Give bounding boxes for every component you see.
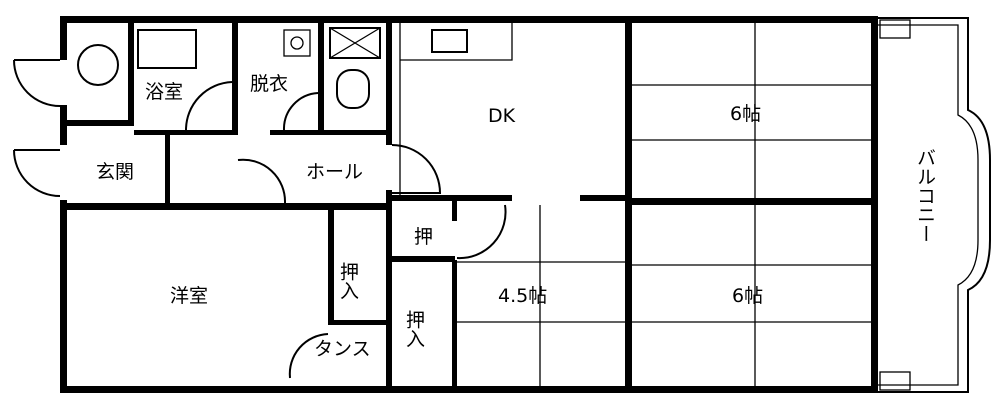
washing-machine-icon [77, 44, 119, 86]
wardrobe-door-swing [288, 333, 329, 379]
balcony [875, 17, 991, 393]
room-label-western: 洋室 [170, 285, 208, 307]
room-label-closet-small: 押 [414, 226, 433, 248]
bathtub-icon [137, 29, 197, 69]
outer-walls [60, 16, 878, 393]
entrance-door-swing [13, 149, 61, 197]
room-label-hall: ホール [306, 161, 363, 183]
kitchen-sink-icon [431, 29, 468, 53]
bath-door-swing [184, 81, 233, 131]
room-label-dressing: 脱衣 [250, 73, 288, 95]
storage-box-icon [329, 27, 381, 59]
room-label-dk: DK [488, 105, 516, 127]
room-label-closet-45: 押入 [403, 310, 425, 348]
doors [13, 59, 507, 379]
tatami-door-swing [456, 204, 507, 260]
toilet-icon [336, 69, 370, 109]
room-label-balcony: バルコニー [914, 148, 936, 243]
sink-icon [283, 29, 311, 57]
room-label-wardrobe: タンス [314, 338, 371, 360]
dk-door-swing [391, 144, 442, 194]
door-swing [13, 59, 61, 107]
western-door-swing [237, 158, 287, 204]
room-label-4-5jo: 4.5帖 [498, 285, 547, 307]
room-label-6jo-bottom: 6帖 [732, 285, 763, 307]
dressing-door-swing [282, 92, 319, 131]
fixtures [77, 23, 871, 386]
room-label-6jo-top: 6帖 [730, 103, 761, 125]
interior-walls [67, 23, 871, 390]
room-label-closet-western: 押入 [337, 262, 359, 300]
room-label-bath: 浴室 [145, 81, 183, 103]
room-label-entrance: 玄関 [96, 161, 134, 183]
